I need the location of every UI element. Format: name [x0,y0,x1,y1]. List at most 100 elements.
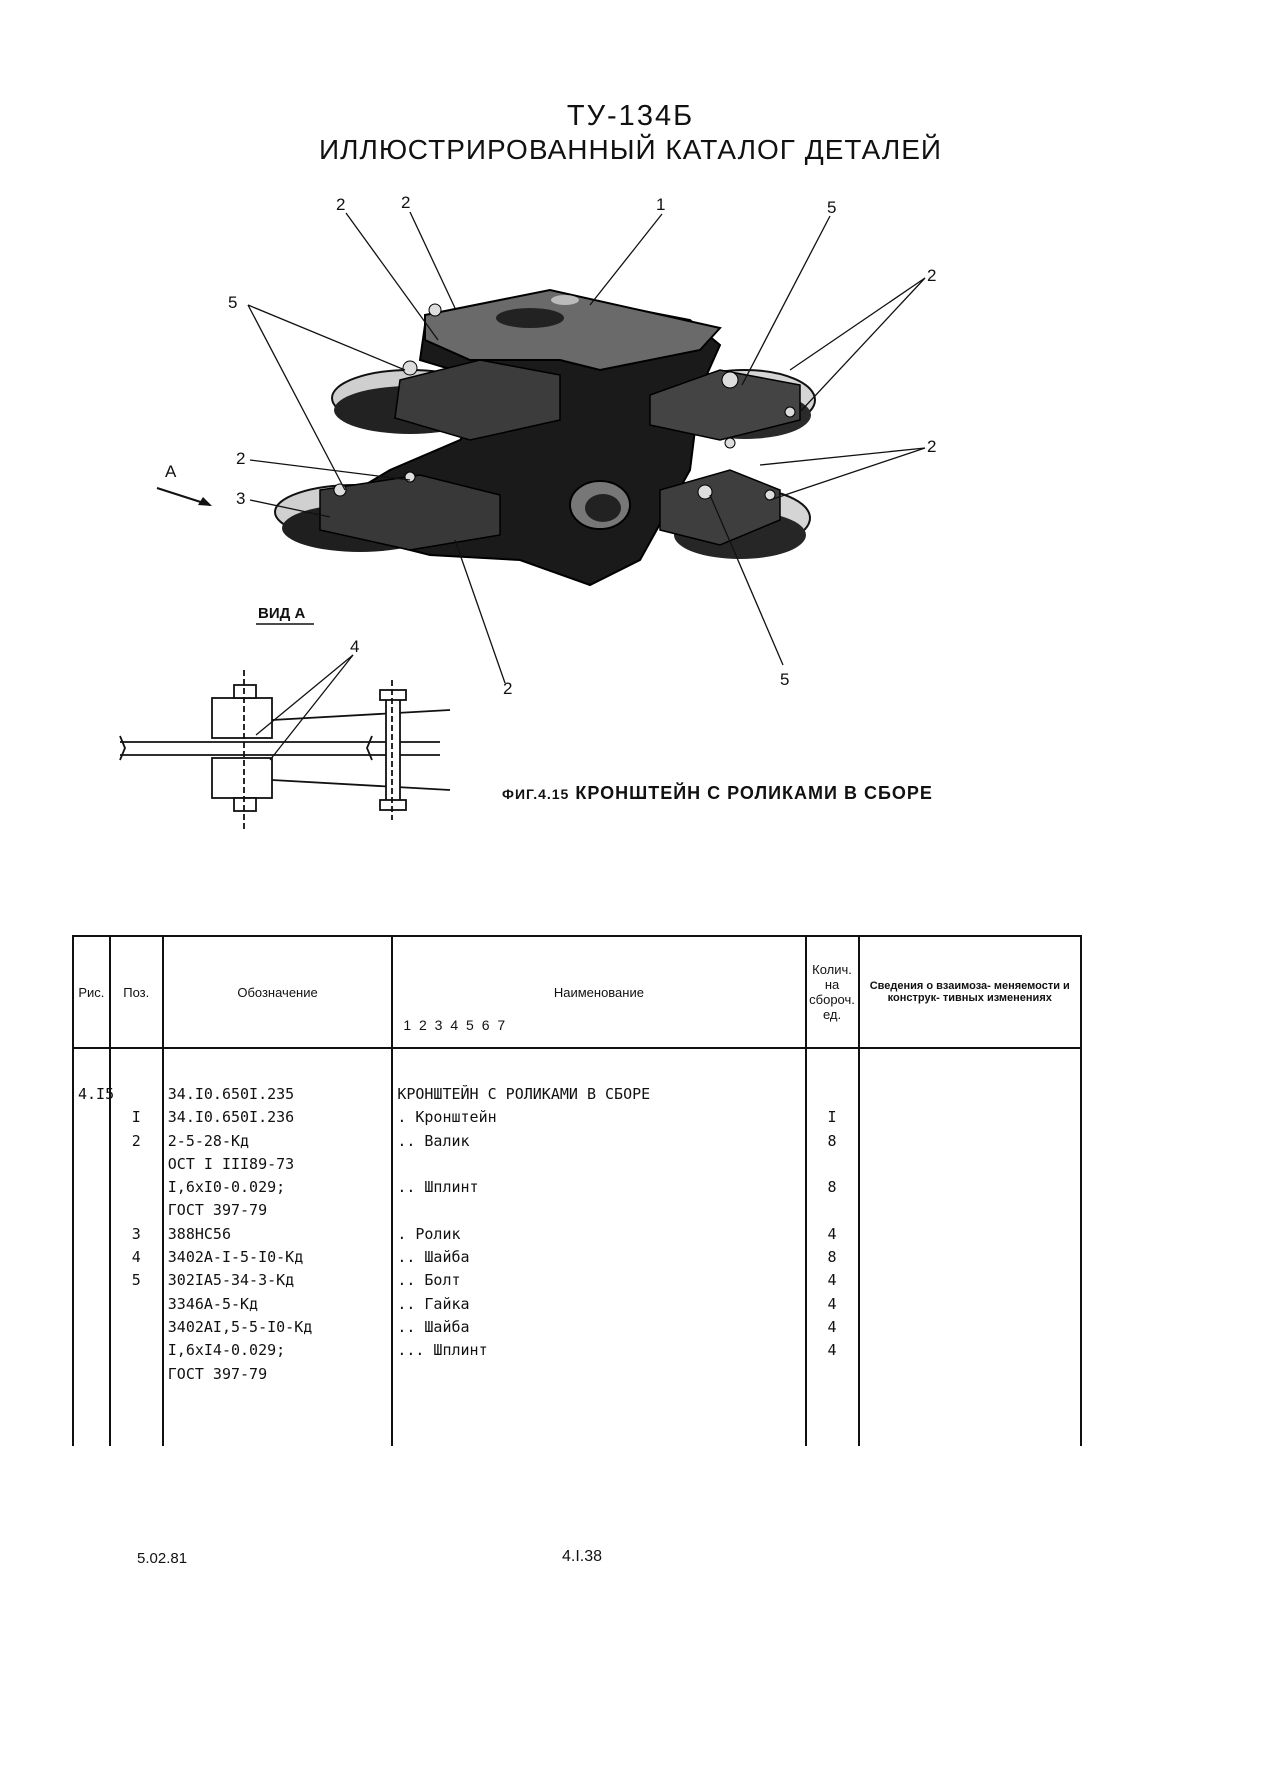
issue-date: 5.02.81 [137,1550,188,1567]
table-cell-poz: 4 [131,1248,141,1267]
table-cell-oboz: 3402А-I-5-I0-Кд [167,1248,304,1267]
table-cell-ris [78,1246,105,1269]
table-cell-poz [115,1293,158,1316]
callout-5: 5 [228,293,237,312]
table-cell-oboz: ГОСТ 397-79 [167,1364,268,1383]
table-cell-kol: 8 [827,1131,837,1150]
aircraft-model: ТУ-134Б [566,100,695,132]
table-cell-naim: . Кронштейн [397,1108,497,1127]
table-cell-poz: 5 [131,1271,141,1290]
callout-leaders-view [255,654,354,761]
table-cell-kol: 4 [827,1341,837,1360]
table-cell-ris [78,1339,105,1362]
table-cell-ris [78,1293,105,1316]
table-cell-ris [78,1176,105,1199]
table-cell-oboz: ГОСТ 397-79 [167,1201,268,1220]
bracket-body [274,288,816,587]
callout-leaders [247,211,926,684]
catalog-title: ИЛЛЮСТРИРОВАННЫЙ КАТАЛОГ ДЕТАЛЕЙ [318,134,943,165]
callout-2: 2 [927,437,936,456]
col-poz: I 2 3 4 5 [108,1048,164,1446]
col-header-naimenovanie: Наименование 1 2 3 4 5 6 7 [391,935,807,1049]
table-cell-ris [78,1363,105,1386]
table-cell-ris [78,1199,105,1222]
table-cell-oboz: I,6хI0-0.029; [167,1178,286,1197]
table-cell-ris [78,1106,105,1129]
table-cell-naim [397,1153,800,1176]
table-cell-kol: 4 [827,1294,837,1313]
table-cell-ris [78,1269,105,1292]
table-cell-poz: 2 [131,1131,141,1150]
callout-5: 5 [827,198,836,217]
table-cell-kol [811,1083,854,1106]
parts-table: Рис. Поз. Обозначение Наименование 1 2 3… [72,935,1083,1446]
table-cell-kol: 8 [827,1178,837,1197]
table-cell-oboz: 3402АI,5-5-I0-Кд [167,1317,313,1336]
table-cell-naim: .. Гайка [397,1294,470,1313]
table-cell-kol [811,1363,854,1386]
col-header-poz: Поз. [108,935,164,1049]
col-naimenovanie: КРОНШТЕЙН С РОЛИКАМИ В СБОРЕ . Кронштейн.… [391,1048,807,1446]
table-cell-kol [811,1199,854,1222]
table-cell-kol: 4 [827,1271,837,1290]
table-cell-naim: .. Шплинт [397,1178,479,1197]
callout-5: 5 [780,670,789,689]
callout-2: 2 [927,266,936,285]
callout-2: 2 [401,193,410,212]
arrow-a-label: А [165,462,177,481]
col-header-ris: Рис. [72,935,111,1049]
table-cell-kol [811,1153,854,1176]
col-header-levels: 1 2 3 4 5 6 7 [403,1017,508,1033]
figure-caption: ФИГ.4.15 КРОНШТЕЙН С РОЛИКАМИ В СБОРЕ [502,783,933,804]
table-cell-oboz: 34.I0.650I.235 [167,1085,295,1103]
table-cell-kol: 4 [827,1317,837,1336]
col-header-svedeniya: Сведения о взаимоза- меняемости и констр… [857,935,1083,1049]
figure-title: КРОНШТЕЙН С РОЛИКАМИ В СБОРЕ [575,783,933,803]
table-cell-ris: 4.I5 [78,1085,115,1103]
col-svedeniya [857,1048,1083,1446]
table-cell-oboz: 302IА5-34-3-Кд [167,1271,295,1290]
table-cell-kol: 4 [827,1224,837,1243]
table-cell-naim: .. Шайба [397,1317,470,1336]
table-cell-poz [115,1153,158,1176]
col-ris: 4.I5 [72,1048,115,1446]
callout-2: 2 [503,679,512,698]
page-number: 4.I.38 [562,1548,603,1565]
callout-2: 2 [336,195,345,214]
col-header-kolich: Колич. на сбороч. ед. [804,935,860,1049]
table-cell-poz [115,1083,158,1106]
callout-3: 3 [236,489,245,508]
table-cell-oboz: ОСТ I III89-73 [167,1154,295,1173]
table-cell-ris [78,1223,105,1246]
table-cell-naim: ... Шплинт [397,1341,488,1360]
table-cell-naim: КРОНШТЕЙН С РОЛИКАМИ В СБОРЕ [397,1085,651,1103]
table-cell-poz [115,1363,158,1386]
table-header-row: Рис. Поз. Обозначение Наименование 1 2 3… [72,935,1083,1049]
table-cell-naim [397,1199,800,1222]
table-cell-poz: 3 [131,1224,141,1243]
table-cell-poz [115,1316,158,1339]
table-cell-poz [115,1176,158,1199]
section-view-a [119,670,451,830]
callout-1: 1 [656,195,665,214]
view-a-label: ВИД А [258,605,305,622]
table-cell-poz [115,1199,158,1222]
table-cell-ris [78,1153,105,1176]
table-cell-oboz: I,6хI4-0.029; [167,1341,286,1360]
table-cell-oboz: 34.I0.650I.236 [167,1108,295,1127]
col-header-naim-label: Наименование [553,984,644,1000]
table-cell-naim: .. Валик [397,1131,470,1150]
table-body: 4.I5 I 2 3 4 5 34.I0.650I.235 34.I0.650I.236 2… [72,1048,1083,1446]
table-cell-ris [78,1316,105,1339]
table-cell-naim: . Ролик [397,1224,461,1243]
table-cell-poz [115,1339,158,1362]
table-cell-naim [397,1363,800,1386]
figure-number: ФИГ.4.15 [502,786,570,802]
col-header-oboznachenie: Обозначение [161,935,394,1049]
callout-4: 4 [350,637,359,656]
table-cell-poz: I [131,1108,141,1127]
table-cell-oboz: 388НС56 [167,1224,231,1243]
bracket-illustration: А 1 2 2 5 2 5 2 3 2 2 5 ВИД А [119,193,936,830]
